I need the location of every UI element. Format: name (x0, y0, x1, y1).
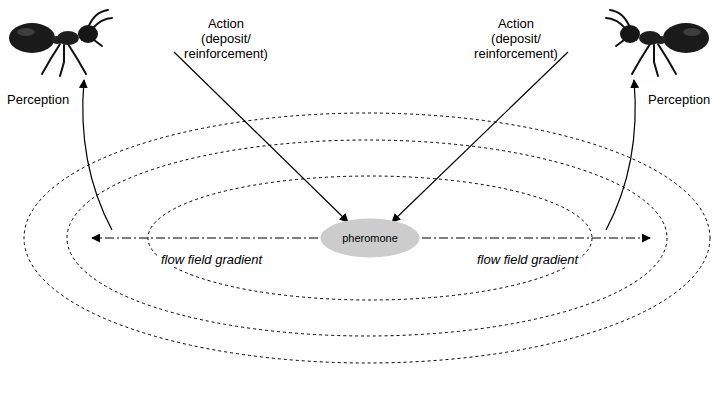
annotation-label: Perception (7, 92, 69, 107)
gradient-label: flow field gradient (159, 252, 264, 267)
ant-figure (606, 10, 709, 76)
gradient-label: flow field gradient (475, 252, 580, 267)
annotation-label: Perception (648, 92, 710, 107)
annotation-label: Action (deposit/ reinforcement) (472, 16, 560, 61)
node-label: pheromone (342, 232, 398, 245)
arrow (83, 52, 635, 230)
flow-field-contour (24, 113, 710, 363)
pheromone-ellipse: pheromone (320, 218, 420, 258)
ant-figure (9, 10, 112, 76)
annotation-label: Action (deposit/ reinforcement) (182, 16, 270, 61)
